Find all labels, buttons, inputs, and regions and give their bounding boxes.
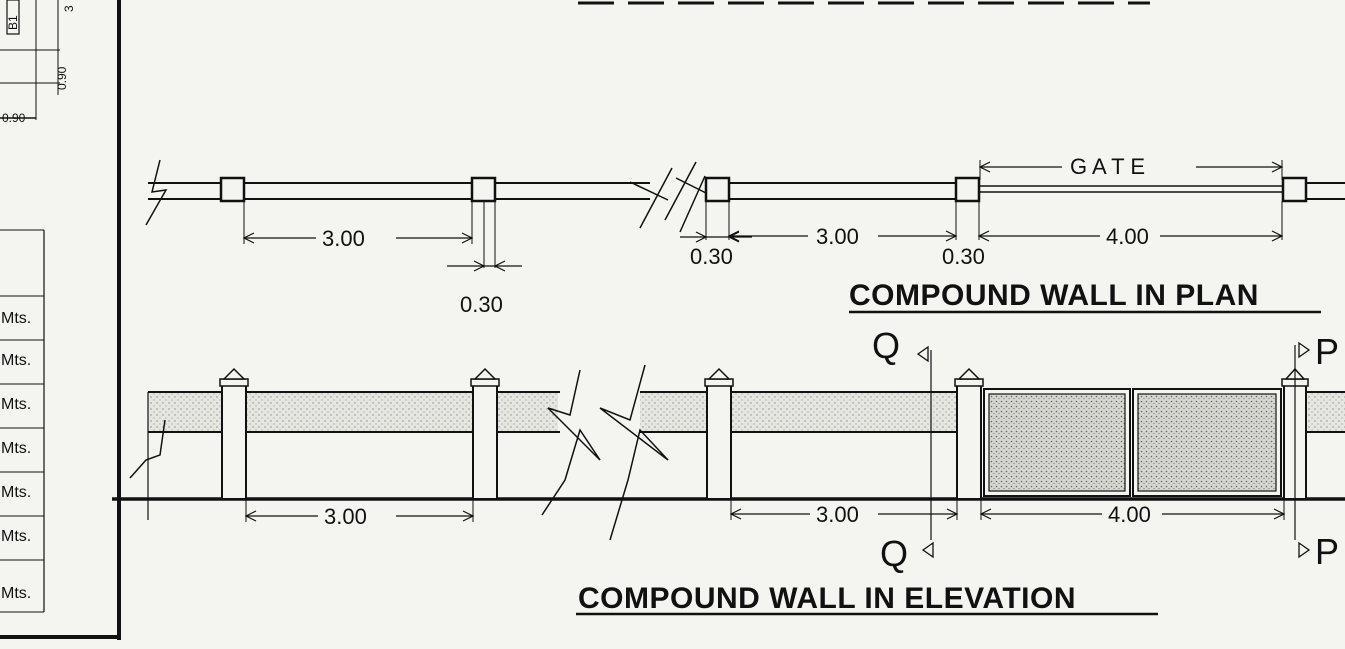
plan-dim-post-gate: 0.30 [942,244,985,269]
elevation-view: Q Q P P 3.00 3.00 4.00 COMPOUND [112,325,1345,616]
plan-post [219,176,246,203]
gate-label: G A T E [1070,154,1145,179]
unit-cell: Mts. [1,484,31,501]
elev-dim-span-mid: 3.00 [816,502,859,527]
plan-title: COMPOUND WALL IN PLAN [849,279,1259,312]
elev-dim-gate-width: 4.00 [1108,502,1151,527]
unit-table: Mts. Mts. Mts. Mts. Mts. Mts. Mts. [0,229,45,613]
section-q-bottom: Q [880,533,908,574]
section-q-top: Q [872,325,900,366]
left-panel: B1 3 0.90 0.90 Mts. Mts. Mts. Mts. Mts. … [0,0,121,640]
gate-leaves [983,388,1282,497]
unit-cell: Mts. [1,310,31,327]
section-p-top: P [1315,331,1339,372]
elev-dim-span-left: 3.00 [324,504,367,529]
elev-post [219,367,249,500]
plan-post [954,176,981,203]
unit-cell: Mts. [1,396,31,413]
plan-dim-post-left: 0.30 [460,292,503,317]
dim-090-b: 0.90 [2,111,26,125]
plan-post [1281,176,1308,203]
elev-post [954,367,984,500]
plan-view: G A T E 3.00 0.30 0.30 3.00 0.30 [145,154,1345,317]
plan-post [470,176,497,203]
dim-top: 3 [62,5,76,12]
unit-cell: Mts. [1,352,31,369]
plan-post [704,176,731,203]
unit-cell: Mts. [1,440,31,457]
label-b1: B1 [6,15,20,30]
plan-dim-gate-width: 4.00 [1106,224,1149,249]
unit-cell: Mts. [1,528,31,545]
elev-post [470,367,500,500]
plan-dim-span-mid: 3.00 [816,224,859,249]
plan-dim-span-left: 3.00 [322,226,365,251]
dim-090-a: 0.90 [55,66,69,90]
elevation-title: COMPOUND WALL IN ELEVATION [578,582,1076,615]
section-p-bottom: P [1315,531,1339,572]
unit-cell: Mts. [1,585,31,602]
plan-dim-post-mid: 0.30 [690,244,733,269]
elev-post [704,367,734,500]
